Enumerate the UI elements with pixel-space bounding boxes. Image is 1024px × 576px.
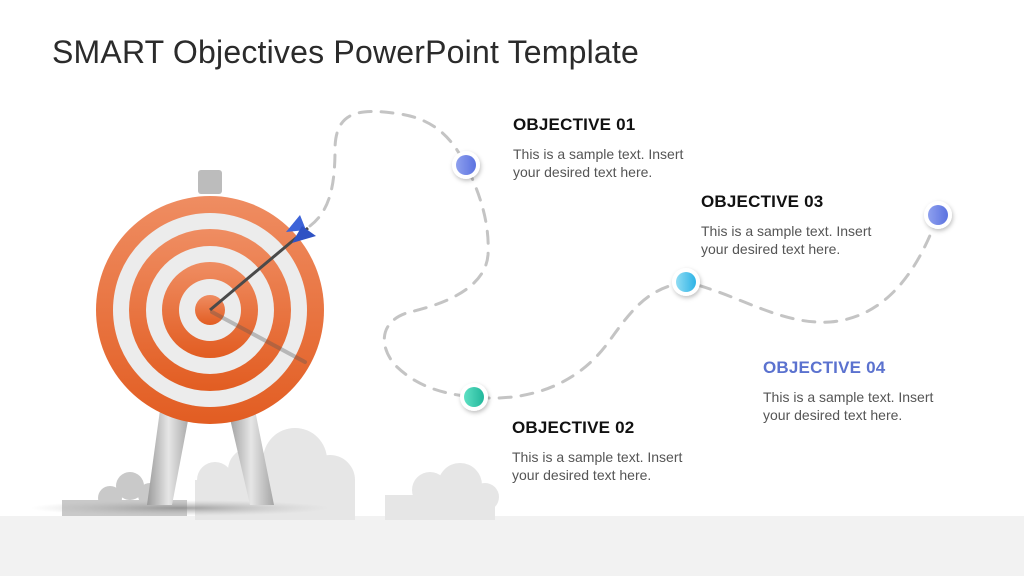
objective-text: This is a sample text. Insert your desir…	[513, 146, 684, 180]
objective-heading: OBJECTIVE 04	[763, 358, 886, 377]
arrow-icon	[209, 215, 316, 312]
floor-band	[0, 516, 1024, 576]
objective-text: This is a sample text. Insert your desir…	[701, 223, 872, 257]
objective-text: This is a sample text. Insert your desir…	[512, 449, 683, 483]
objective-heading: OBJECTIVE 03	[701, 192, 824, 211]
objective-01: OBJECTIVE 01 This is a sample text. Inse…	[513, 115, 713, 181]
dashed-path	[308, 109, 940, 400]
objective-04: OBJECTIVE 04 This is a sample text. Inse…	[763, 358, 963, 424]
objective-03: OBJECTIVE 03 This is a sample text. Inse…	[701, 192, 901, 258]
objective-heading: OBJECTIVE 01	[513, 115, 636, 134]
objective-text: This is a sample text. Insert your desir…	[763, 389, 934, 423]
objective-02: OBJECTIVE 02 This is a sample text. Inse…	[512, 418, 712, 484]
slide-title: SMART Objectives PowerPoint Template	[52, 34, 640, 70]
objective-heading: OBJECTIVE 02	[512, 418, 635, 437]
